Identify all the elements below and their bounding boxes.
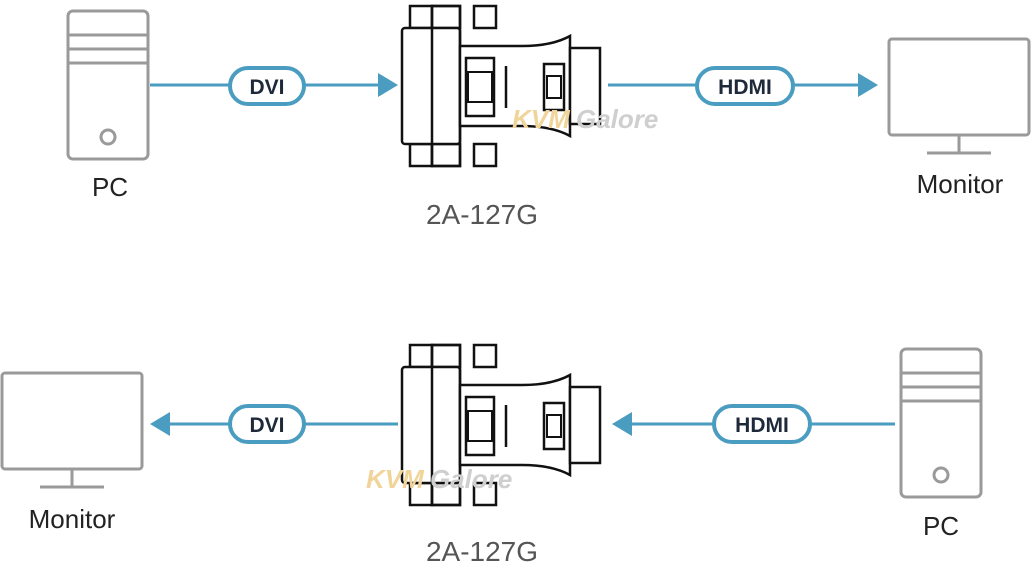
bottom-hdmi-pill-label: HDMI bbox=[735, 414, 789, 437]
bottom-arrowhead-left bbox=[150, 412, 170, 436]
bottom-arrowhead-left-2 bbox=[612, 412, 632, 436]
bottom-dvi-pill-label: DVI bbox=[249, 414, 284, 437]
top-row: PC DVI KVM Galore 2A-127G HDMI Monitor bbox=[66, 4, 1031, 230]
dvi-hdmi-adapter-icon bbox=[400, 4, 602, 168]
watermark-galore: Galore bbox=[430, 464, 512, 494]
bottom-dvi-pill bbox=[228, 404, 306, 444]
watermark-kvm: KVM bbox=[512, 104, 571, 134]
bottom-row: Monitor DVI KVM Galore 2A-127G HDMI PC bbox=[0, 343, 983, 567]
monitor-icon bbox=[887, 37, 1031, 155]
top-monitor-label: Monitor bbox=[917, 169, 1004, 199]
bottom-pc-label: PC bbox=[923, 511, 959, 541]
bottom-adapter-model-label: 2A-127G bbox=[426, 536, 538, 567]
top-arrowhead-right-2 bbox=[858, 73, 878, 97]
pc-tower-icon bbox=[66, 9, 150, 161]
top-dvi-pill-label: DVI bbox=[249, 76, 284, 99]
bottom-hdmi-pill bbox=[712, 404, 812, 444]
watermark-galore: Galore bbox=[576, 104, 658, 134]
top-hdmi-pill-label: HDMI bbox=[718, 76, 772, 99]
bottom-monitor-label: Monitor bbox=[29, 504, 116, 534]
top-dvi-pill bbox=[228, 66, 306, 106]
top-hdmi-pill bbox=[695, 66, 795, 106]
watermark-kvm: KVM bbox=[366, 464, 425, 494]
top-adapter-model-label: 2A-127G bbox=[426, 199, 538, 230]
top-arrowhead-right bbox=[378, 73, 398, 97]
monitor-icon bbox=[0, 371, 144, 489]
top-pc-label: PC bbox=[92, 172, 128, 202]
pc-tower-icon bbox=[899, 347, 983, 499]
